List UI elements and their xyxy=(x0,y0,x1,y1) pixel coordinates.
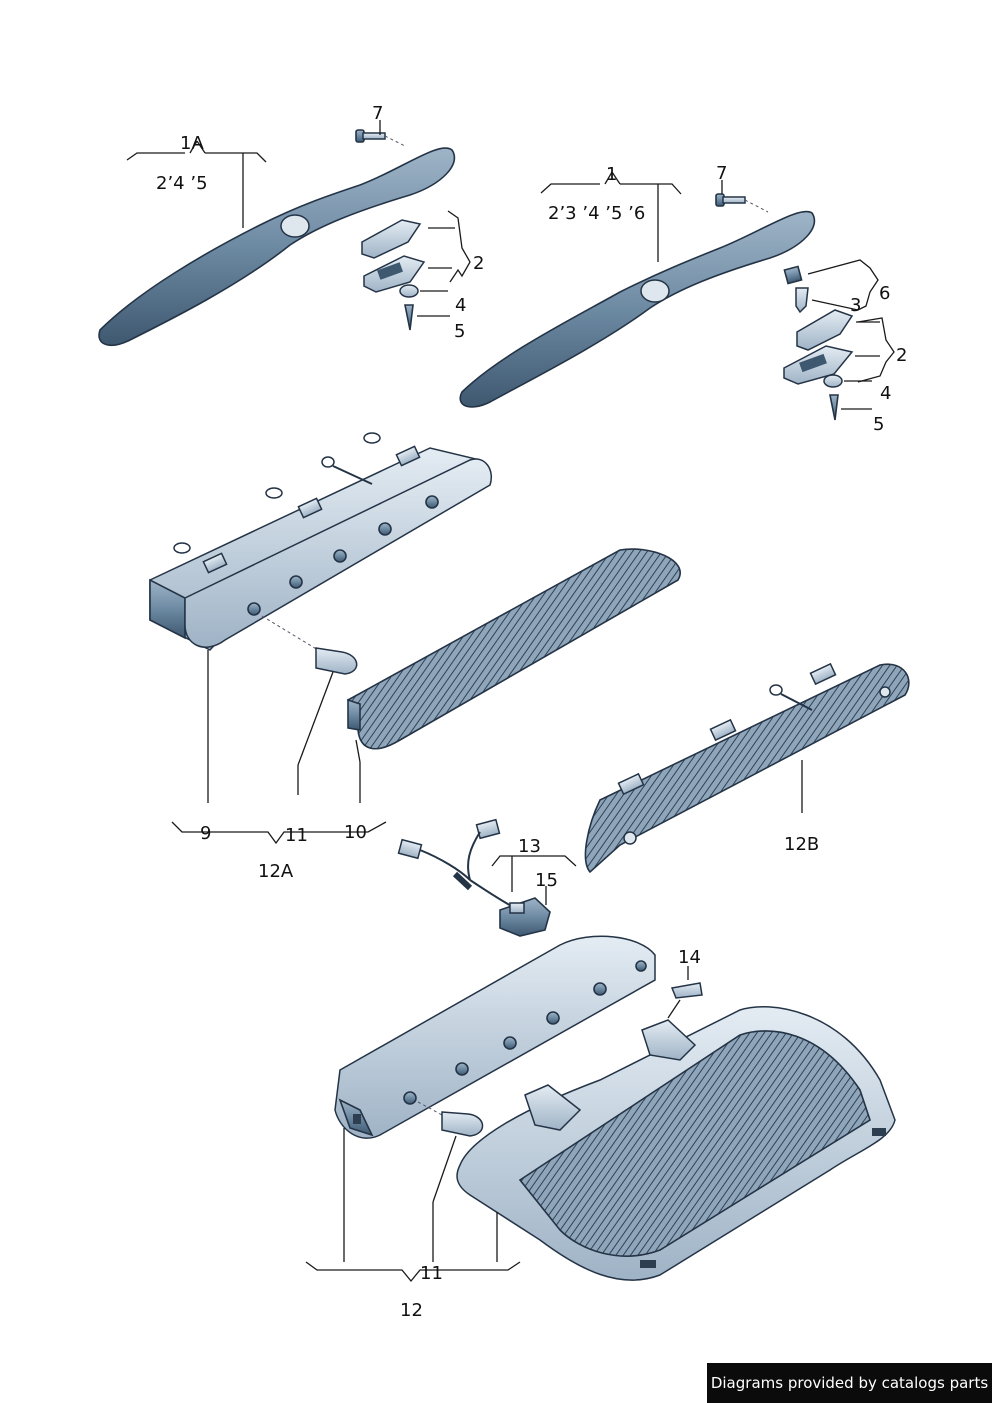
seal-2a xyxy=(361,219,426,331)
bulb-11a xyxy=(261,615,358,675)
gasket-1 xyxy=(459,210,815,408)
label-6: 6 xyxy=(879,283,890,304)
light-unit-12 xyxy=(334,935,656,1139)
label-13: 13 xyxy=(518,836,541,857)
light-unit-12b xyxy=(584,662,910,874)
label-11a: 11 xyxy=(285,825,308,846)
label-5b: 5 xyxy=(873,414,884,435)
label-4a: 4 xyxy=(455,295,466,316)
label-12b: 12B xyxy=(784,834,819,855)
label-12: 12 xyxy=(400,1300,423,1321)
label-2a: 2 xyxy=(473,253,484,274)
light-unit-12a xyxy=(149,432,492,651)
screw-7b xyxy=(715,193,769,213)
label-12a: 12A xyxy=(258,861,294,882)
bulb-11b xyxy=(417,1101,484,1137)
label-9: 9 xyxy=(200,823,211,844)
label-1-sub: 2’3 ’4 ’5 ’6 xyxy=(548,203,645,224)
label-14: 14 xyxy=(678,947,701,968)
label-7b: 7 xyxy=(716,163,727,184)
label-7a: 7 xyxy=(372,103,383,124)
connector-15 xyxy=(499,897,551,937)
label-3: 3 xyxy=(850,295,861,316)
label-1a-sub: 2’4 ’5 xyxy=(156,173,208,194)
label-15: 15 xyxy=(535,870,558,891)
label-1a: 1A xyxy=(180,133,204,154)
wiring-harness-13 xyxy=(397,818,516,909)
bulb-socket-6 xyxy=(783,265,809,314)
screw-7a xyxy=(355,129,406,147)
label-10: 10 xyxy=(344,822,367,843)
label-4b: 4 xyxy=(880,383,891,404)
seal-2b xyxy=(783,309,854,421)
label-2b: 2 xyxy=(896,345,907,366)
label-11b: 11 xyxy=(420,1263,443,1284)
gasket-1a xyxy=(98,147,455,346)
label-1: 1 xyxy=(606,164,617,185)
housing-12 xyxy=(456,982,896,1281)
label-5a: 5 xyxy=(454,321,465,342)
lens-10 xyxy=(347,548,681,750)
credit-banner: Diagrams provided by catalogs parts xyxy=(707,1363,992,1403)
